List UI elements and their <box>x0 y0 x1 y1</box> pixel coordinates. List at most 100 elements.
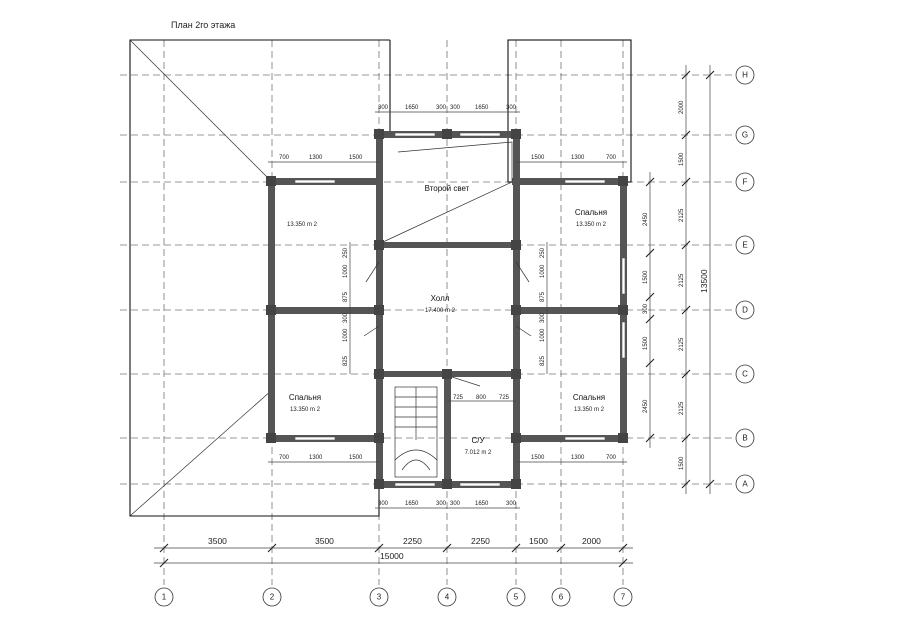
dim-seg-2: 3500 <box>315 536 334 546</box>
bedroom-bl-area: 13.350 m 2 <box>290 407 321 413</box>
bedroom-br-name: Спальня <box>573 393 605 402</box>
right-lower-dims: 1500 1300 700 <box>516 455 627 463</box>
dim-seg-4: 2250 <box>471 536 490 546</box>
dim-vm-4: 300 <box>540 312 546 323</box>
dim-right-g-f: 1500 <box>679 152 685 166</box>
posts <box>266 129 628 489</box>
axis-b: B <box>742 434 747 443</box>
plan-title: План 2го этажа <box>171 20 235 30</box>
dim-vl-2: 1000 <box>343 264 349 278</box>
dim-ll-1: 700 <box>279 455 290 461</box>
dim-right-c-b: 2125 <box>679 401 685 415</box>
dim-bottom-wall-2: 1650 <box>405 501 419 507</box>
dim-vm-6: 825 <box>540 355 546 366</box>
dim-lu-3: 1500 <box>349 155 363 161</box>
dim-rl-2: 1300 <box>571 455 585 461</box>
dim-right-b-a: 1500 <box>679 456 685 470</box>
dim-vm-1: 250 <box>540 247 546 258</box>
left-vertical-dims: 250 1000 875 300 1000 825 <box>343 242 351 374</box>
hall-name: Холл <box>431 294 450 303</box>
bedroom-tr-name: Спальня <box>575 208 607 217</box>
dim-vl-6: 825 <box>343 355 349 366</box>
windows <box>294 132 626 487</box>
dim-vl-3: 875 <box>343 291 349 302</box>
right-upper-dims: 1500 1300 700 <box>516 155 627 163</box>
second-light-label: Второй свет <box>425 184 470 193</box>
axis-e: E <box>742 241 747 250</box>
dim-top-wall-4: 300 <box>450 105 461 111</box>
dim-top-wall-2: 1650 <box>405 105 419 111</box>
dim-inner-3: 300 <box>643 303 649 314</box>
dim-top-wall-3: 300 <box>436 105 447 111</box>
dim-seg-6: 2000 <box>582 536 601 546</box>
dim-bottom-wall-5: 1650 <box>475 501 489 507</box>
axis-g: G <box>742 131 748 140</box>
bedroom-bl-name: Спальня <box>289 393 321 402</box>
left-upper-dims: 700 1300 1500 <box>268 155 379 163</box>
axis-a: A <box>742 480 748 489</box>
dim-right-total: 13500 <box>699 269 709 293</box>
axis-markers-horizontal: H G F E D C B A <box>735 65 755 494</box>
dim-vl-5: 1000 <box>343 328 349 342</box>
dim-top-wall-5: 1650 <box>475 105 489 111</box>
dim-right-e-d: 2125 <box>679 273 685 287</box>
dim-top-wall-1: 300 <box>378 105 389 111</box>
middle-vertical-dims: 250 1000 875 300 1000 825 <box>540 242 548 374</box>
bathroom-area: 7.012 m 2 <box>465 450 492 456</box>
axis-3: 3 <box>377 593 382 602</box>
dim-bath-3: 725 <box>499 395 510 401</box>
dim-inner-2: 1500 <box>643 270 649 284</box>
dim-vm-2: 1000 <box>540 264 546 278</box>
bottom-wall-dims: 300 1650 300 300 1650 300 <box>375 501 520 509</box>
axis-c: C <box>742 370 748 379</box>
right-dimension-chain: 2000 1500 2125 2125 2125 2125 1500 13500… <box>643 65 715 494</box>
axis-4: 4 <box>445 593 450 602</box>
dim-bottom-wall-6: 300 <box>506 501 517 507</box>
staircase <box>394 386 438 478</box>
bedroom-tr-area: 13.350 m 2 <box>576 222 607 228</box>
dim-bottom-wall-3: 300 <box>436 501 447 507</box>
dim-seg-1: 3500 <box>208 536 227 546</box>
dim-bath-2: 800 <box>476 395 487 401</box>
axis-h: H <box>742 71 748 80</box>
dim-seg-5: 1500 <box>529 536 548 546</box>
axis-1: 1 <box>162 593 167 602</box>
dim-ll-2: 1300 <box>309 455 323 461</box>
dim-inner-4: 1500 <box>643 336 649 350</box>
dim-right-h-g: 2000 <box>679 100 685 114</box>
bathroom-name: С/У <box>471 436 485 445</box>
left-lower-dims: 700 1300 1500 <box>268 455 379 463</box>
hall-area: 17.400 m 2 <box>425 308 456 314</box>
top-wall-dims: 300 1650 300 300 1650 300 <box>375 105 520 113</box>
axis-7: 7 <box>621 593 626 602</box>
dim-right-d-c: 2125 <box>679 337 685 351</box>
dim-bottom-wall-4: 300 <box>450 501 461 507</box>
bathroom-dims: 725 800 725 <box>447 395 516 402</box>
axis-markers-vertical: 1 2 3 4 5 6 7 <box>154 587 633 607</box>
bedroom-tl-area: 13.350 m 2 <box>287 222 318 228</box>
dim-ru-2: 1300 <box>571 155 585 161</box>
dim-vm-5: 1000 <box>540 328 546 342</box>
dim-bottom-wall-1: 300 <box>378 501 389 507</box>
axis-2: 2 <box>270 593 275 602</box>
dim-inner-1: 2450 <box>643 212 649 226</box>
axis-5: 5 <box>514 593 519 602</box>
dim-vm-3: 875 <box>540 291 546 302</box>
dim-ll-3: 1500 <box>349 455 363 461</box>
dim-vl-4: 300 <box>343 312 349 323</box>
axis-f: F <box>743 178 748 187</box>
dim-seg-3: 2250 <box>403 536 422 546</box>
dim-inner-5: 2450 <box>643 399 649 413</box>
dim-lu-1: 700 <box>279 155 290 161</box>
dim-top-wall-6: 300 <box>506 105 517 111</box>
dim-rl-1: 1500 <box>531 455 545 461</box>
dim-rl-3: 700 <box>606 455 617 461</box>
dim-bath-1: 725 <box>453 395 464 401</box>
bedroom-br-area: 13.350 m 2 <box>574 407 605 413</box>
dim-vl-1: 250 <box>343 247 349 258</box>
dim-total-bottom: 15000 <box>380 551 404 561</box>
dim-ru-1: 1500 <box>531 155 545 161</box>
axis-6: 6 <box>559 593 564 602</box>
doors <box>363 261 532 387</box>
